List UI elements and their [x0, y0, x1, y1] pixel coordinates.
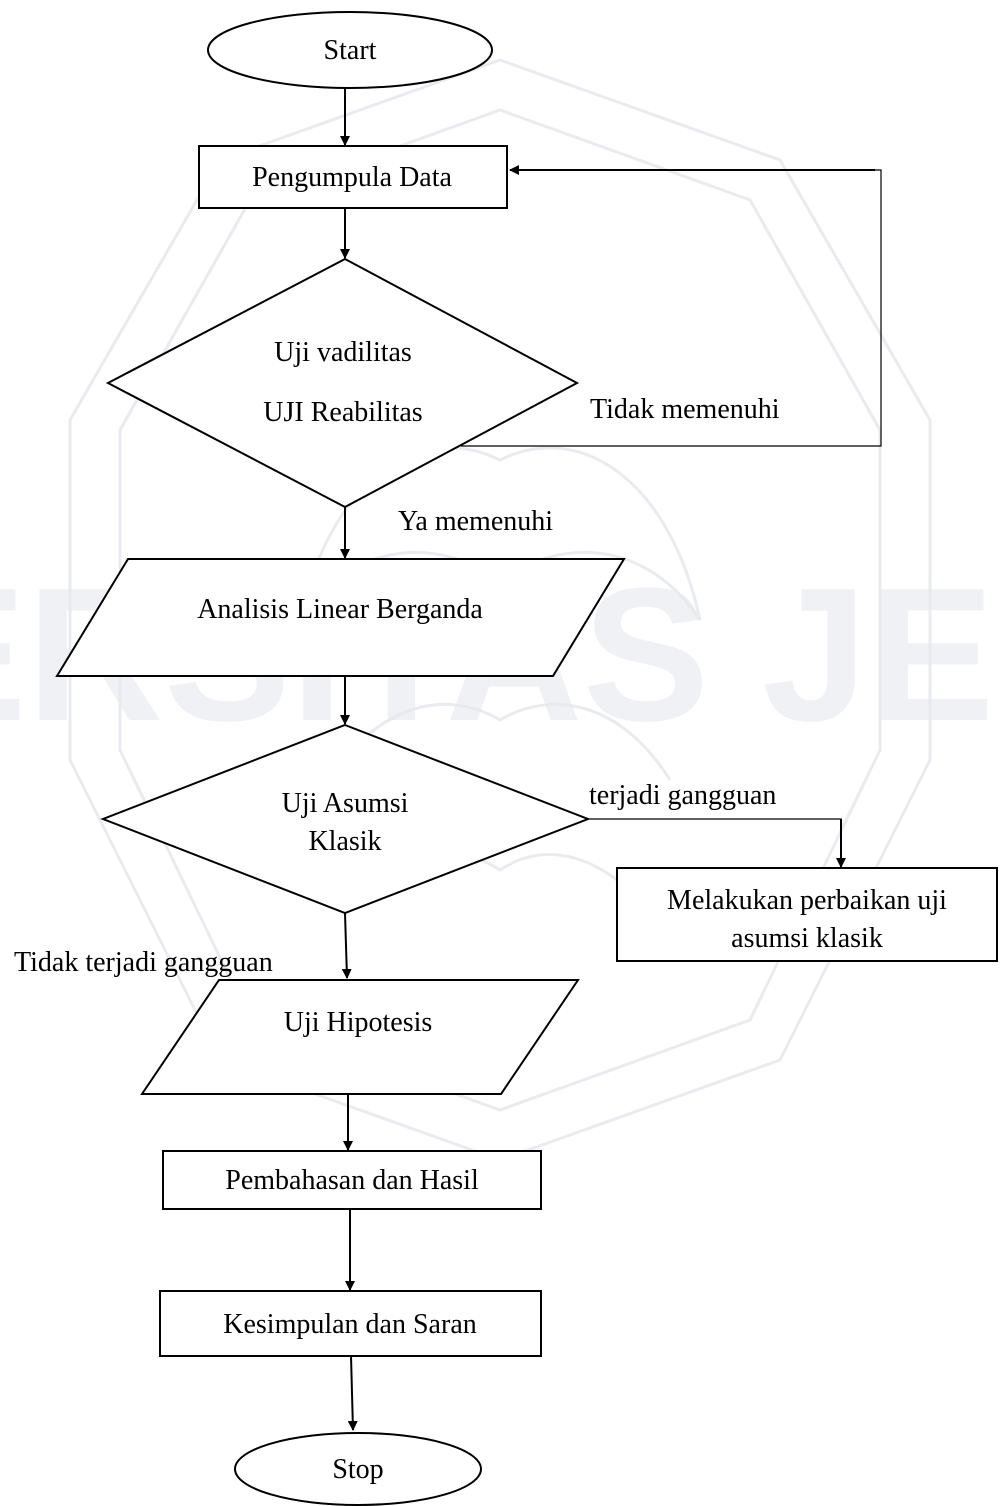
hypothesis-io — [140, 979, 580, 1095]
conclusion-label: Kesimpulan dan Saran — [223, 1309, 477, 1340]
regression-label: Analisis Linear Berganda — [197, 594, 483, 625]
branch-disturbance — [588, 818, 842, 826]
loop-not-met — [461, 169, 882, 447]
assumption-label-1: Uji Asumsi — [282, 788, 409, 819]
edge-label-not-met: Tidak memenuhi — [590, 394, 780, 425]
stop-label: Stop — [332, 1454, 383, 1485]
edge-label-no-disturbance: Tidak terjadi gangguan — [14, 947, 273, 978]
edge-label-disturbance: terjadi gangguan — [589, 780, 776, 811]
collect-data-label: Pengumpula Data — [252, 162, 452, 193]
repair-label-1: Melakukan perbaikan uji — [667, 885, 947, 916]
start-terminal — [207, 11, 493, 89]
stop-terminal — [234, 1432, 482, 1506]
hypothesis-label: Uji Hipotesis — [284, 1007, 433, 1038]
conclusion-box — [159, 1290, 542, 1357]
assumption-label-2: Klasik — [308, 826, 381, 857]
discussion-label: Pembahasan dan Hasil — [225, 1165, 479, 1196]
collect-data-box — [198, 145, 508, 209]
arrow-conclusion-stop — [347, 1355, 358, 1431]
regression-io — [55, 558, 626, 677]
edge-label-met: Ya memenuhi — [398, 506, 553, 537]
repair-label-2: asumsi klasik — [731, 923, 883, 954]
start-label: Start — [324, 35, 377, 66]
validity-decision — [105, 257, 580, 509]
discussion-box — [162, 1150, 542, 1210]
validity-label-1: Uji vadilitas — [274, 337, 412, 368]
validity-label-2: UJI Reabilitas — [263, 397, 422, 428]
arrow-assumption-hypothesis — [341, 912, 352, 979]
repair-box — [616, 867, 998, 962]
